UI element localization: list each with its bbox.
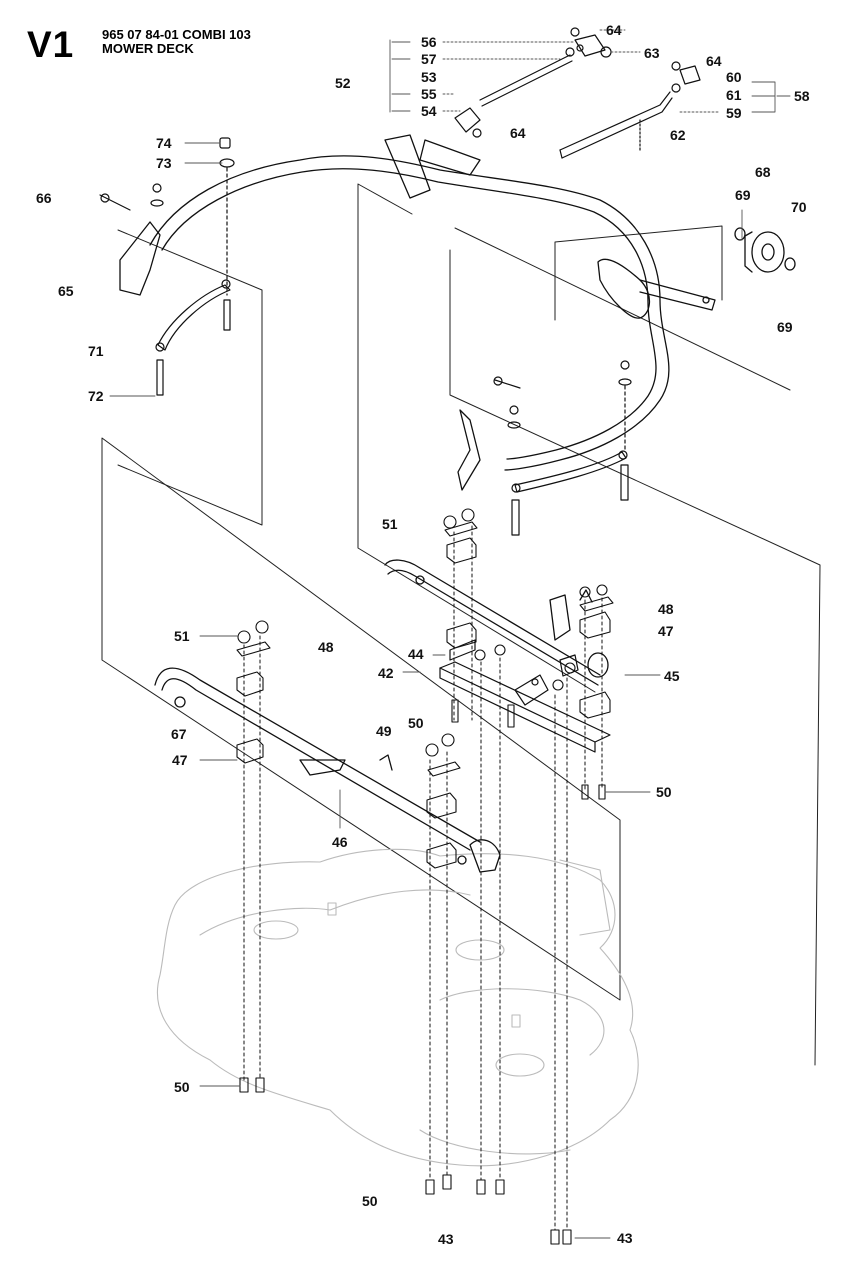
push-frame <box>119 134 716 491</box>
callout-50-mid: 50 <box>408 715 424 731</box>
callout-52: 52 <box>335 75 351 91</box>
callout-66: 66 <box>36 190 52 206</box>
callout-74: 74 <box>156 135 172 151</box>
callout-64-right: 64 <box>706 53 722 69</box>
callout-63: 63 <box>644 45 660 61</box>
part-number-line: 965 07 84-01 COMBI 103 <box>102 27 251 42</box>
bolt-heads <box>239 699 606 1245</box>
callout-47-right: 47 <box>658 623 674 639</box>
callout-48-left: 48 <box>318 639 334 655</box>
callout-71: 71 <box>88 343 104 359</box>
center-bracket-assembly <box>439 639 611 753</box>
callout-65: 65 <box>58 283 74 299</box>
callout-72: 72 <box>88 388 104 404</box>
guide-planes <box>101 183 821 1066</box>
callout-44: 44 <box>408 646 424 662</box>
callout-50-bottom: 50 <box>362 1193 378 1209</box>
front-link-left <box>99 137 235 396</box>
callout-69-bottom: 69 <box>777 319 793 335</box>
callout-45: 45 <box>664 668 680 684</box>
guide-plane-far-right <box>554 225 723 321</box>
adjust-rod <box>454 27 612 138</box>
callout-58: 58 <box>794 88 810 104</box>
callout-46: 46 <box>332 834 348 850</box>
callout-51-left: 51 <box>174 628 190 644</box>
callout-62: 62 <box>670 127 686 143</box>
callout-64-top: 64 <box>606 22 622 38</box>
mower-deck <box>156 848 639 1167</box>
callout-42: 42 <box>378 665 394 681</box>
callout-56: 56 <box>421 34 437 50</box>
callout-55: 55 <box>421 86 437 102</box>
guide-plane-center <box>357 183 596 693</box>
deck-bolts <box>243 525 603 1231</box>
callout-61: 61 <box>726 87 742 103</box>
section-code: V1 <box>27 24 75 65</box>
callout-73: 73 <box>156 155 172 171</box>
front-cross-tube <box>154 667 501 873</box>
callout-68: 68 <box>755 164 771 180</box>
lift-rod <box>559 61 701 159</box>
callout-59: 59 <box>726 105 742 121</box>
leader-lines <box>109 29 791 1239</box>
callout-50-right: 50 <box>656 784 672 800</box>
deck-roller <box>702 227 796 304</box>
front-link-right <box>493 360 632 536</box>
callout-47-left: 47 <box>172 752 188 768</box>
guide-plane-upper-left <box>117 229 263 526</box>
guide-plane-right <box>449 249 821 1066</box>
callout-69-top: 69 <box>735 187 751 203</box>
callout-60: 60 <box>726 69 742 85</box>
callout-70: 70 <box>791 199 807 215</box>
nuts <box>237 508 608 757</box>
callout-49: 49 <box>376 723 392 739</box>
callout-48-right: 48 <box>658 601 674 617</box>
callout-54: 54 <box>421 103 437 119</box>
callout-43-right: 43 <box>617 1230 633 1246</box>
callout-64-mid: 64 <box>510 125 526 141</box>
guide-plane-left <box>101 437 621 1001</box>
clamp-blocks <box>236 521 614 869</box>
callout-67: 67 <box>171 726 187 742</box>
callout-57: 57 <box>421 51 437 67</box>
diagram-title: MOWER DECK <box>102 41 194 56</box>
callout-50-left: 50 <box>174 1079 190 1095</box>
callout-51-mid: 51 <box>382 516 398 532</box>
callout-43-left: 43 <box>438 1231 454 1247</box>
callout-53: 53 <box>421 69 437 85</box>
